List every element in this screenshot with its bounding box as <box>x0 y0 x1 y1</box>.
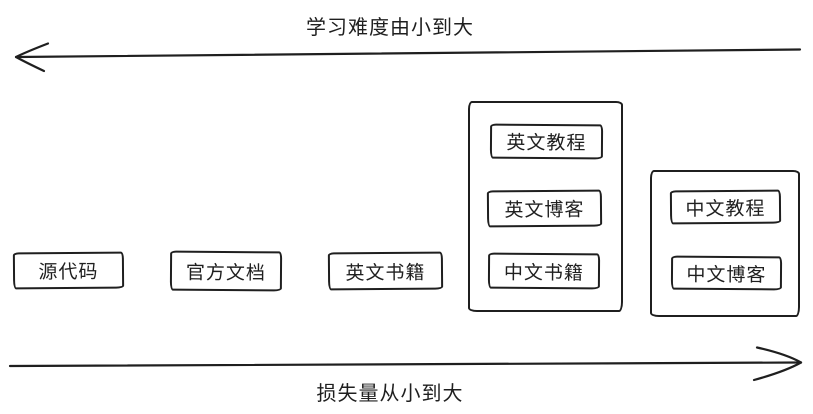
box-chinese-tutorials: 中文教程 <box>669 189 782 225</box>
box-official-docs: 官方文档 <box>169 250 283 292</box>
box-chinese-blogs: 中文博客 <box>670 255 783 291</box>
box-english-blogs: 英文博客 <box>486 189 603 228</box>
box-english-books: 英文书籍 <box>327 251 444 291</box>
arrow-right-icon <box>8 346 803 382</box>
arrow-left-icon <box>14 42 802 73</box>
top-axis-label: 学习难度由小到大 <box>306 17 474 39</box>
box-english-tutorials: 英文教程 <box>489 123 604 160</box>
box-source-code: 源代码 <box>12 251 125 290</box>
box-chinese-books: 中文书籍 <box>487 252 601 290</box>
group-english-resources: 英文教程 英文博客 中文书籍 <box>468 101 623 312</box>
group-chinese-resources: 中文教程 中文博客 <box>650 170 800 317</box>
bottom-axis-label: 损失量从小到大 <box>316 383 464 405</box>
